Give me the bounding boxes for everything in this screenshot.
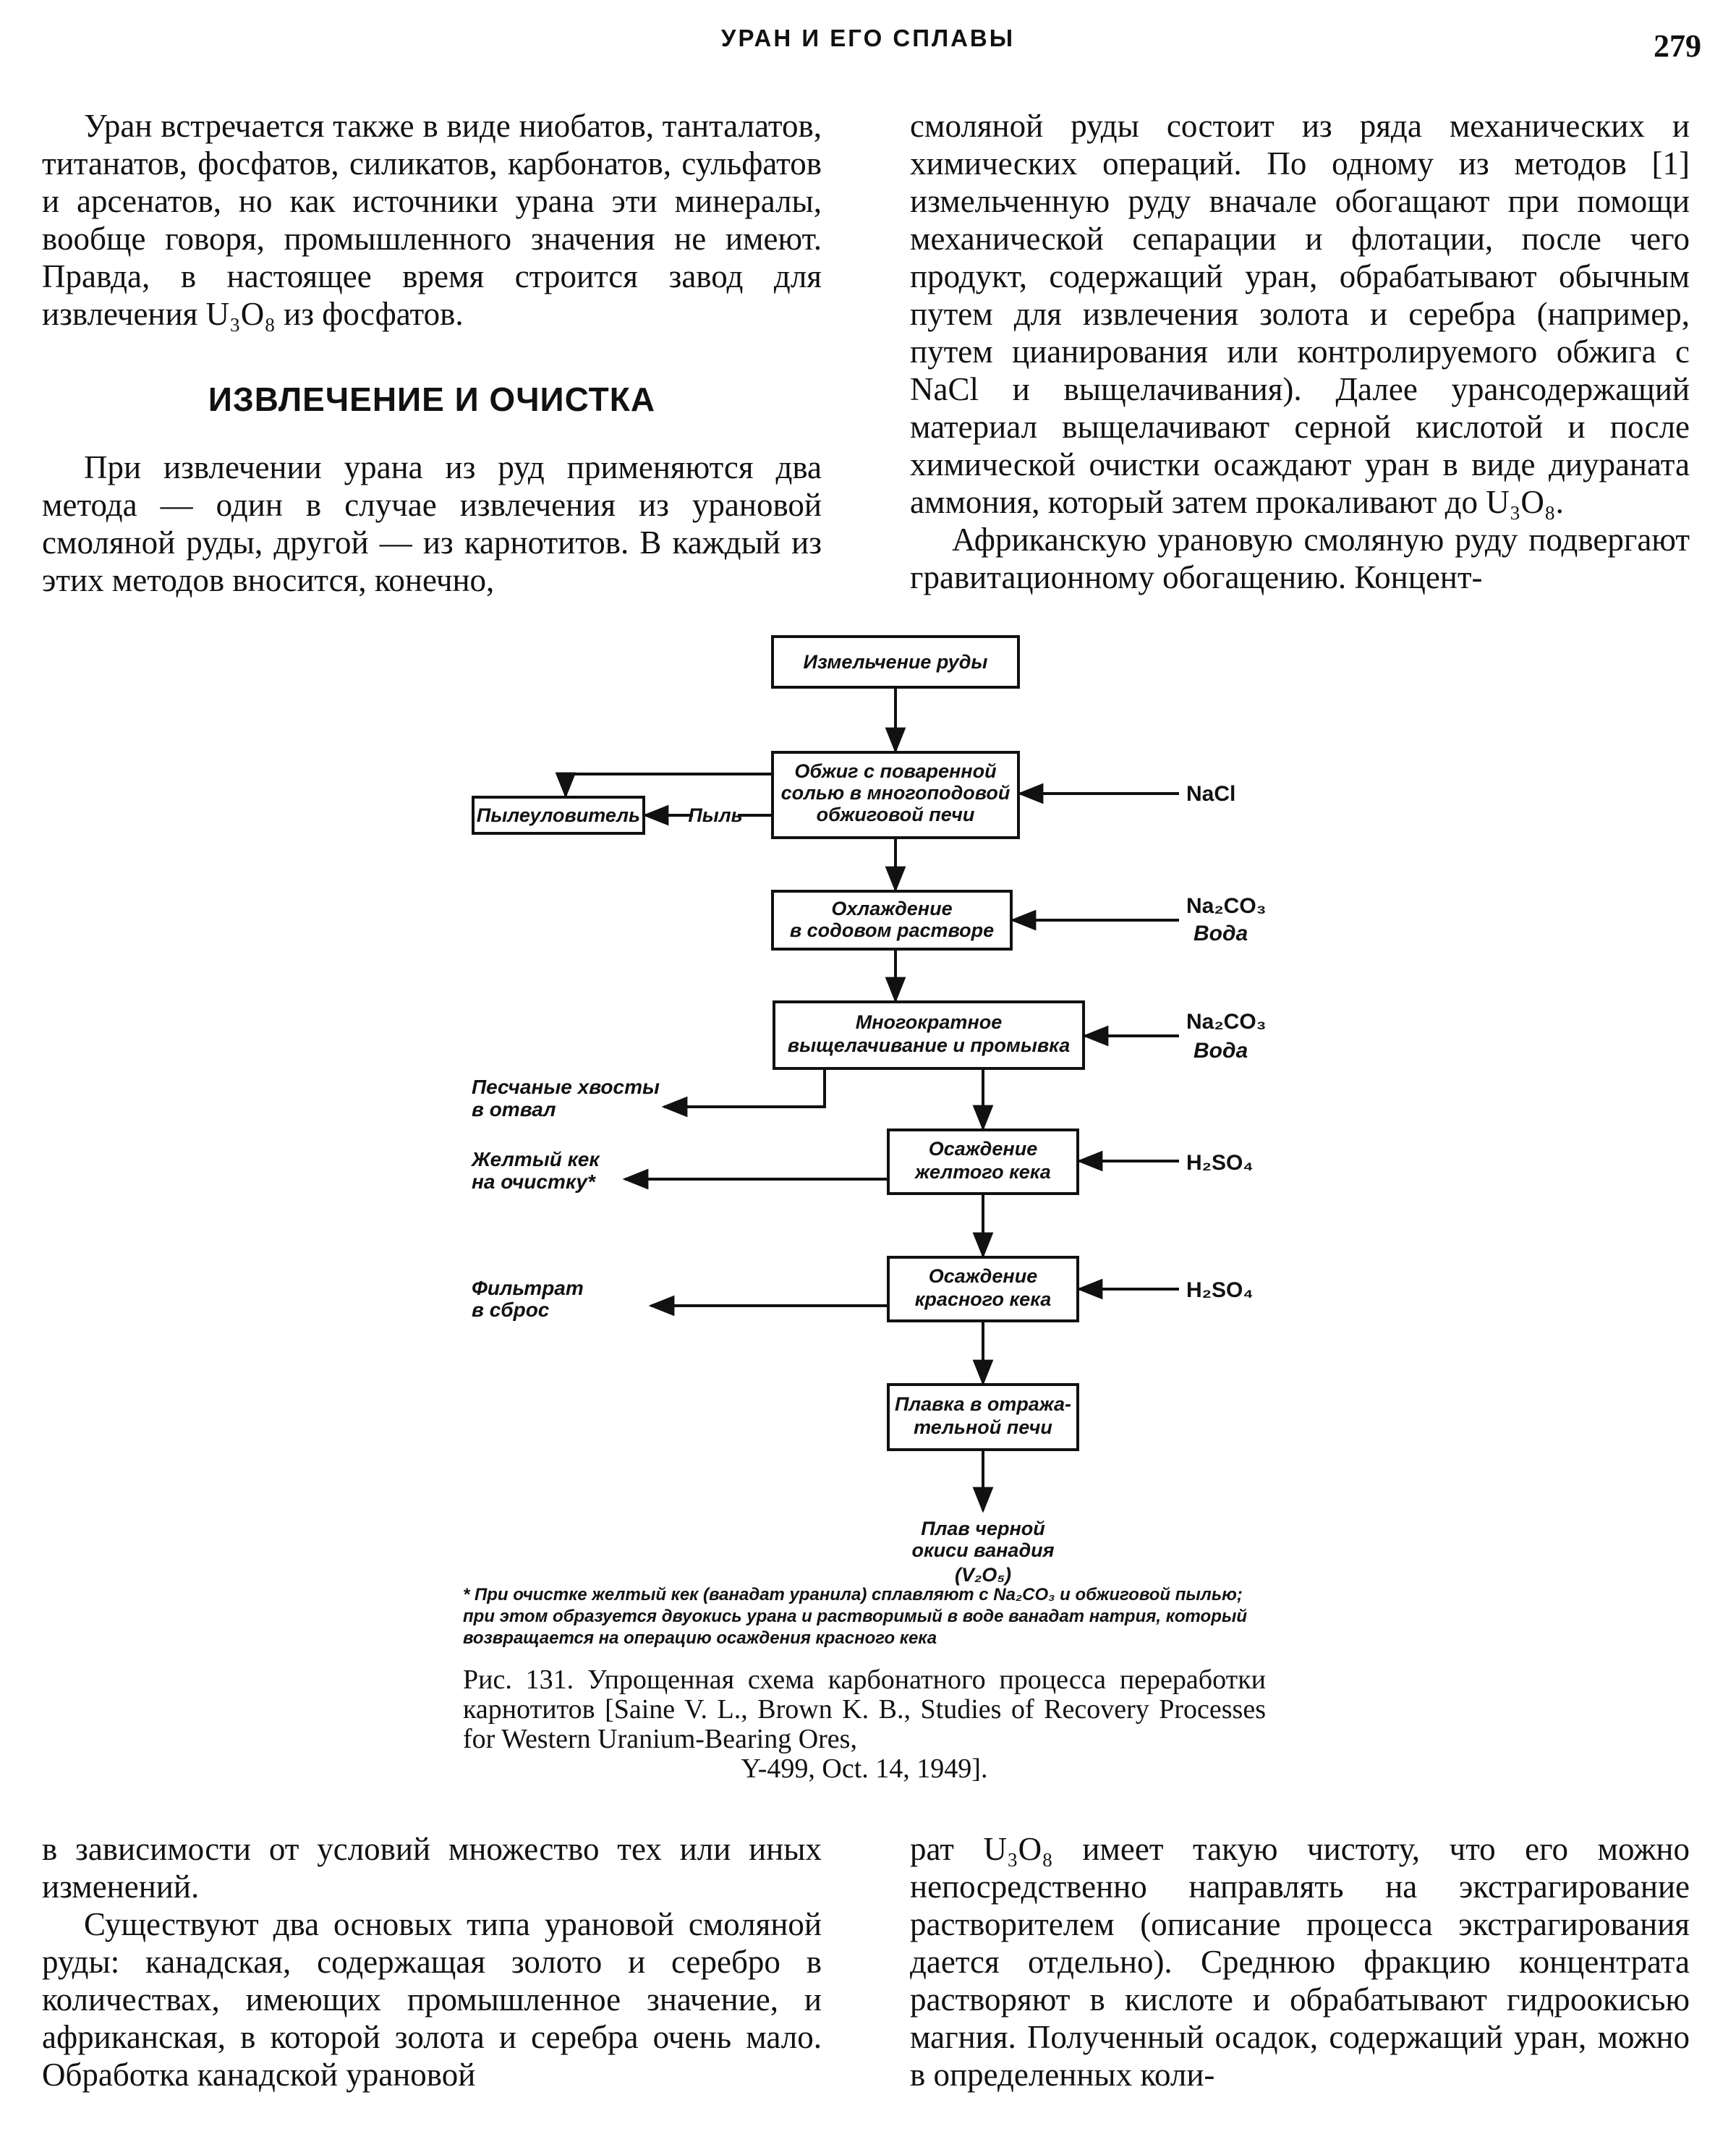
left-column-bottom: в зависимости от условий множество тех и… (42, 1830, 822, 2093)
output-yellow-cake: на очистку* (472, 1170, 596, 1193)
input-water: Вода (1194, 1039, 1248, 1063)
box-grinding-label: Измельчение руды (804, 651, 988, 673)
box-red-cake-label: Осаждение (929, 1265, 1037, 1287)
figure-caption-text: Рис. 131. Упрощенная схема карбонатного … (463, 1665, 1266, 1754)
paragraph: рат U₃O₈ имеет такую чистоту, что его мо… (910, 1831, 1690, 2093)
output-filtrate: в сброс (472, 1298, 550, 1321)
paragraph: Существуют два основых типа урановой смо… (42, 1906, 822, 2093)
box-smelting-label: Плавка в отража- (895, 1393, 1071, 1415)
box-roasting-label: обжиговой печи (817, 804, 975, 825)
box-leaching-label: Многократное (856, 1011, 1003, 1033)
paragraph: смоляной руды состоит из ряда механическ… (910, 108, 1690, 520)
figure-caption: Рис. 131. Упрощенная схема карбонатного … (463, 1665, 1266, 1784)
section-heading: ИЗВЛЕЧЕНИЕ И ОЧИСТКА (208, 381, 656, 418)
figure-caption-last-line: Y-499, Oct. 14, 1949]. (741, 1753, 988, 1784)
paragraph: Африканскую урановую смоляную руду подве… (910, 522, 1690, 595)
running-head: УРАН И ЕГО СПЛАВЫ (720, 25, 1016, 51)
output-yellow-cake: Желтый кек (470, 1148, 600, 1170)
left-column-top: Уран встречается также в виде ниобатов, … (42, 107, 822, 599)
paragraph: в зависимости от условий множество тех и… (42, 1831, 822, 1905)
product-label: (V₂O₅) (955, 1564, 1011, 1586)
product-label: окиси ванадия (911, 1539, 1054, 1561)
figure-footnote: * При очистке желтый кек (ванадат уранил… (463, 1585, 1248, 1648)
input-soda: Na₂CO₃ (1186, 894, 1267, 918)
output-sand-tails: в отвал (472, 1098, 556, 1121)
product-label: Плав черной (921, 1518, 1045, 1539)
right-column-top: смоляной руды состоит из ряда механическ… (910, 107, 1690, 596)
box-yellow-cake-label: желтого кека (914, 1161, 1051, 1183)
output-filtrate: Фильтрат (472, 1277, 584, 1299)
input-h2so4: H₂SO₄ (1186, 1151, 1254, 1175)
page-number: 279 (1654, 28, 1701, 64)
box-cooling-label: Охлаждение (831, 898, 952, 919)
input-water: Вода (1194, 922, 1248, 945)
box-dust-collector-label: Пылеуловитель (477, 804, 640, 826)
input-nacl: NaCl (1186, 782, 1235, 806)
box-smelting-label: тельной печи (914, 1416, 1052, 1438)
paragraph: При извлечении урана из руд применяются … (42, 449, 822, 598)
box-yellow-cake-label: Осаждение (929, 1138, 1037, 1160)
right-column-bottom: рат U₃O₈ имеет такую чистоту, что его мо… (910, 1830, 1690, 2093)
box-leaching-label: выщелачивание и промывка (788, 1034, 1070, 1056)
input-soda: Na₂CO₃ (1186, 1010, 1267, 1034)
paragraph: Уран встречается также в виде ниобатов, … (42, 108, 822, 332)
input-h2so4: H₂SO₄ (1186, 1278, 1254, 1302)
box-cooling-label: в содовом растворе (790, 919, 994, 941)
box-red-cake-label: красного кека (915, 1288, 1051, 1310)
box-roasting-label: Обжиг с поваренной (794, 760, 997, 782)
box-roasting-label: солью в многоподовой (781, 782, 1010, 804)
output-sand-tails: Песчаные хвосты (472, 1076, 660, 1098)
dust-label: Пыль (688, 804, 742, 826)
